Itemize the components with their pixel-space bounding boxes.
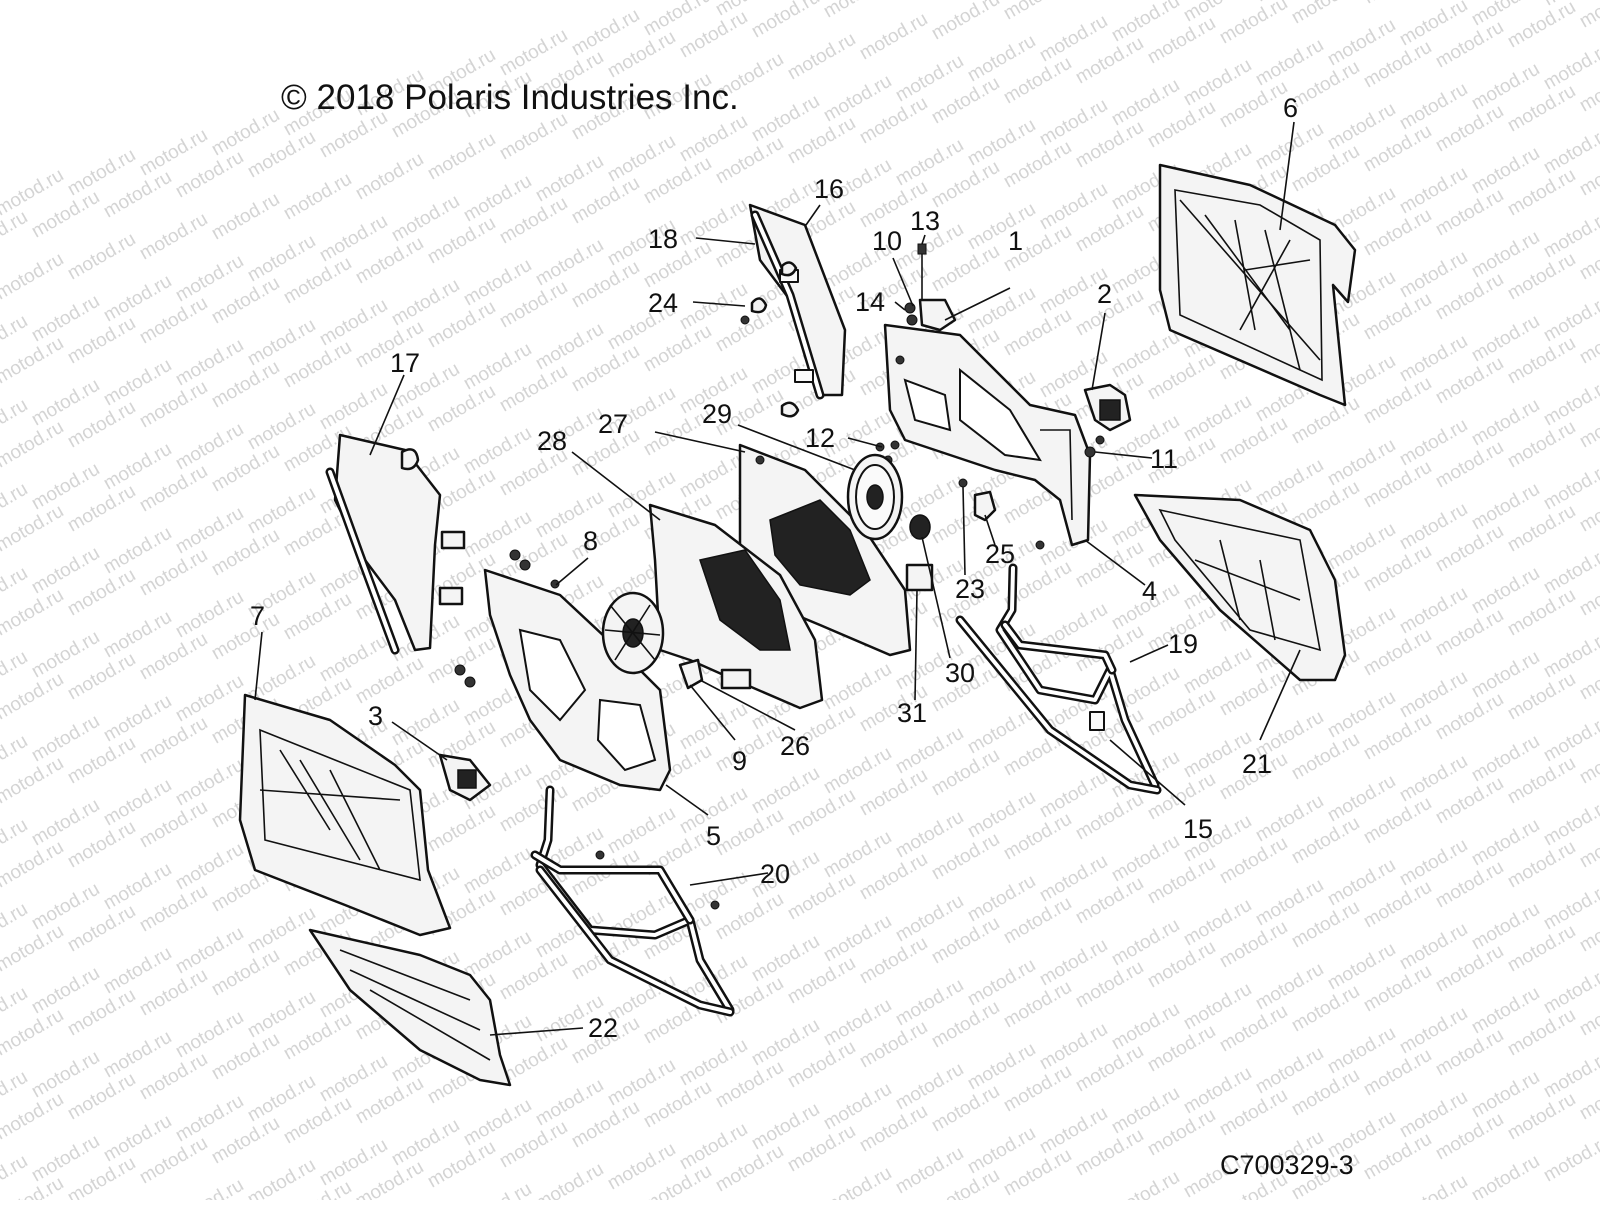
callout-7: 7: [250, 601, 265, 631]
callout-9: 9: [732, 746, 747, 776]
watermark-text: motod.ru: [280, 169, 355, 225]
callout-27: 27: [598, 409, 628, 439]
watermark-text: motod.ru: [1360, 0, 1435, 8]
watermark-text: motod.ru: [1108, 1167, 1183, 1200]
part-31-connector: [907, 565, 932, 590]
callout-22: 22: [588, 1013, 618, 1043]
watermark-text: motod.ru: [1468, 1151, 1543, 1200]
callout-12: 12: [805, 423, 835, 453]
watermark-text: motod.ru: [748, 0, 823, 42]
watermark-text: motod.ru: [1396, 1171, 1471, 1200]
callout-8: 8: [583, 526, 598, 556]
watermark-text: motod.ru: [784, 29, 859, 85]
callout-24: 24: [648, 288, 678, 318]
watermark-text: motod.ru: [928, 0, 1003, 44]
watermark-text: motod.ru: [0, 249, 67, 305]
callout-15: 15: [1183, 814, 1213, 844]
watermark-text: motod.ru: [208, 189, 283, 245]
callout-1: 1: [1008, 226, 1023, 256]
callout-21: 21: [1242, 749, 1272, 779]
watermark-text: motod.ru: [352, 149, 427, 205]
part-26-window-motor: [603, 593, 663, 673]
callout-6: 6: [1283, 93, 1298, 123]
callout-4: 4: [1142, 576, 1157, 606]
callout-3: 3: [368, 701, 383, 731]
callout-25: 25: [985, 539, 1015, 569]
callout-29: 29: [702, 399, 732, 429]
part-23-clip: [959, 479, 967, 487]
part-11-screw: [1085, 447, 1095, 457]
callout-13: 13: [910, 206, 940, 236]
callout-26: 26: [780, 731, 810, 761]
watermark-text: motod.ru: [1288, 0, 1363, 28]
callout-17: 17: [390, 348, 420, 378]
watermark-text: motod.ru: [1576, 0, 1600, 32]
watermark-text: motod.ru: [532, 1159, 607, 1200]
watermark-text: motod.ru: [1000, 0, 1075, 24]
callout-19: 19: [1168, 629, 1198, 659]
watermark-text: motod.ru: [1072, 0, 1147, 4]
watermark-text: motod.ru: [856, 9, 931, 65]
watermark-text: motod.ru: [820, 0, 895, 22]
copyright-text: © 2018 Polaris Industries Inc.: [281, 78, 739, 118]
callout-30: 30: [945, 658, 975, 688]
watermark-text: motod.ru: [424, 129, 499, 185]
watermark-text: motod.ru: [172, 1175, 247, 1200]
callout-18: 18: [648, 224, 678, 254]
callout-31: 31: [897, 698, 927, 728]
watermark-text: motod.ru: [460, 1179, 535, 1200]
callout-28: 28: [537, 426, 567, 456]
watermark-text: motod.ru: [1216, 0, 1291, 48]
watermark-text: motod.ru: [1540, 1131, 1600, 1187]
part-30-grommet: [910, 515, 930, 539]
callout-2: 2: [1097, 279, 1112, 309]
watermark-text: motod.ru: [64, 229, 139, 285]
watermark-text: motod.ru: [136, 209, 211, 265]
callout-11: 11: [1150, 444, 1178, 474]
callout-16: 16: [814, 174, 844, 204]
part-29-speaker: [848, 455, 902, 539]
callout-10: 10: [872, 226, 902, 256]
callout-5: 5: [706, 821, 721, 851]
watermark-text: motod.ru: [244, 1155, 319, 1200]
watermark-text: motod.ru: [892, 0, 967, 2]
drawing-id: C700329-3: [1220, 1150, 1354, 1181]
callout-14: 14: [855, 287, 885, 317]
watermark-text: motod.ru: [820, 1163, 895, 1200]
callout-20: 20: [760, 859, 790, 889]
callout-23: 23: [955, 574, 985, 604]
watermark-text: motod.ru: [0, 207, 31, 263]
